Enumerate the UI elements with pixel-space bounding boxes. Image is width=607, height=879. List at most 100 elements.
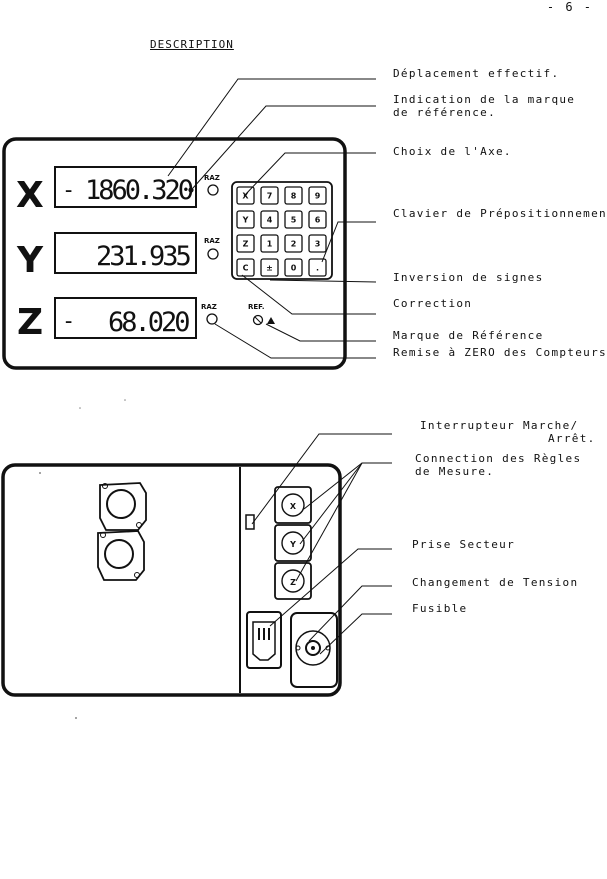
connector-label: Z xyxy=(290,578,296,587)
key-dot[interactable]: . xyxy=(308,258,327,277)
label-inversion: Inversion de signes xyxy=(393,271,544,284)
key-label: 7 xyxy=(267,192,273,201)
leader-indication xyxy=(192,105,376,189)
key-x[interactable]: X xyxy=(236,186,255,205)
raz-button-x[interactable] xyxy=(207,184,219,196)
axis-letter-z: Z xyxy=(17,302,43,343)
leader-fusible xyxy=(319,613,392,655)
key-label: X xyxy=(242,192,249,201)
label-connection-2: de Mesure. xyxy=(415,465,495,478)
key-3[interactable]: 3 xyxy=(308,234,327,253)
key-label: ± xyxy=(266,264,273,273)
leader-deplacement xyxy=(167,78,376,177)
key-label: C xyxy=(243,264,249,273)
key-y[interactable]: Y xyxy=(236,210,255,229)
key-9[interactable]: 9 xyxy=(308,186,327,205)
rear-leader-lines xyxy=(251,433,392,655)
key-label: Y xyxy=(242,216,249,225)
key-label: 8 xyxy=(291,192,297,201)
keypad-housing xyxy=(231,181,333,280)
rear-panel-frame xyxy=(1,463,342,697)
connector-y: Y xyxy=(274,524,312,562)
display-x-sign: - xyxy=(62,178,75,203)
key-6[interactable]: 6 xyxy=(308,210,327,229)
display-y-value: 231.935 xyxy=(96,241,191,272)
leader-connection-z xyxy=(295,462,363,582)
connector-label: X xyxy=(290,502,297,511)
label-remise-zero: Remise à ZERO des Compteurs xyxy=(393,346,607,359)
leader-clavier xyxy=(321,221,376,263)
display-z-sign: - xyxy=(62,309,75,334)
leader-choix-axe xyxy=(243,152,376,197)
measuring-scale-connectors: X Y Z xyxy=(274,486,312,600)
key-1[interactable]: 1 xyxy=(260,234,279,253)
leader-interrupteur xyxy=(251,433,392,525)
raz-button-z[interactable] xyxy=(206,313,218,325)
display-y xyxy=(54,232,197,274)
axis-letter-y: Y xyxy=(16,240,44,281)
ref-triangle-icon xyxy=(267,317,275,324)
key-label: 5 xyxy=(291,216,297,225)
front-panel: X - 1860.320 RAZ Y 231.935 RAZ Z - 68.02… xyxy=(2,137,347,370)
label-choix-axe: Choix de l'Axe. xyxy=(393,145,512,158)
key-4[interactable]: 4 xyxy=(260,210,279,229)
voltage-selector-fuse xyxy=(290,612,338,688)
page-number: - 6 - xyxy=(546,0,593,14)
display-x-value: 1860.320 xyxy=(85,175,193,206)
label-connection: Connection des Règles xyxy=(415,452,582,465)
leader-prise-secteur xyxy=(269,548,392,627)
connector-label: Y xyxy=(289,540,296,549)
raz-button-y[interactable] xyxy=(207,248,219,260)
label-indication-2: de référence. xyxy=(393,106,496,119)
label-indication: Indication de la marque xyxy=(393,93,576,106)
key-label: 9 xyxy=(315,192,321,201)
rear-panel: X Y Z xyxy=(1,463,342,697)
label-correction: Correction xyxy=(393,297,473,310)
label-changement-tension: Changement de Tension xyxy=(412,576,579,589)
key-plus-minus[interactable]: ± xyxy=(260,258,279,277)
key-0[interactable]: 0 xyxy=(284,258,303,277)
ref-indicator-slash xyxy=(254,316,262,324)
power-switch[interactable] xyxy=(245,514,255,530)
axis-letter-x: X xyxy=(16,175,44,216)
key-label: 4 xyxy=(267,216,273,225)
key-7[interactable]: 7 xyxy=(260,186,279,205)
key-label: . xyxy=(316,264,319,273)
label-interrupteur: Interrupteur Marche/ xyxy=(420,419,579,432)
raz-label-x: RAZ xyxy=(204,174,220,182)
leader-changement-tension xyxy=(308,585,392,642)
leader-correction xyxy=(241,274,376,315)
display-x xyxy=(54,166,197,208)
page-heading: DESCRIPTION xyxy=(150,38,234,51)
key-5[interactable]: 5 xyxy=(284,210,303,229)
key-label: 3 xyxy=(315,240,321,249)
display-z xyxy=(54,297,197,339)
label-prise-secteur: Prise Secteur xyxy=(412,538,515,551)
leader-connection-y xyxy=(299,462,363,545)
mounting-plate-lower xyxy=(97,530,145,581)
key-c[interactable]: C xyxy=(236,258,255,277)
key-label: 0 xyxy=(291,264,297,273)
ref-label: REF. xyxy=(248,303,265,311)
connector-z: Z xyxy=(274,562,312,600)
label-clavier: Clavier de Prépositionnement xyxy=(393,207,607,220)
label-fusible: Fusible xyxy=(412,602,468,615)
front-panel-frame xyxy=(2,137,347,370)
display-z-value: 68.020 xyxy=(108,307,189,338)
key-label: 2 xyxy=(291,240,297,249)
raz-label-y: RAZ xyxy=(204,237,220,245)
leader-connection-x xyxy=(303,462,392,510)
leader-remise-zero xyxy=(214,323,376,359)
key-8[interactable]: 8 xyxy=(284,186,303,205)
key-2[interactable]: 2 xyxy=(284,234,303,253)
label-interrupteur-2: Arrêt. xyxy=(548,432,596,445)
raz-label-z: RAZ xyxy=(201,303,217,311)
label-deplacement: Déplacement effectif. xyxy=(393,67,560,80)
scan-speckles xyxy=(39,399,126,719)
fuse-holder[interactable] xyxy=(305,640,321,656)
key-z[interactable]: Z xyxy=(236,234,255,253)
label-marque-ref: Marque de Référence xyxy=(393,329,544,342)
front-leader-lines xyxy=(167,78,377,359)
connector-x: X xyxy=(274,486,312,524)
